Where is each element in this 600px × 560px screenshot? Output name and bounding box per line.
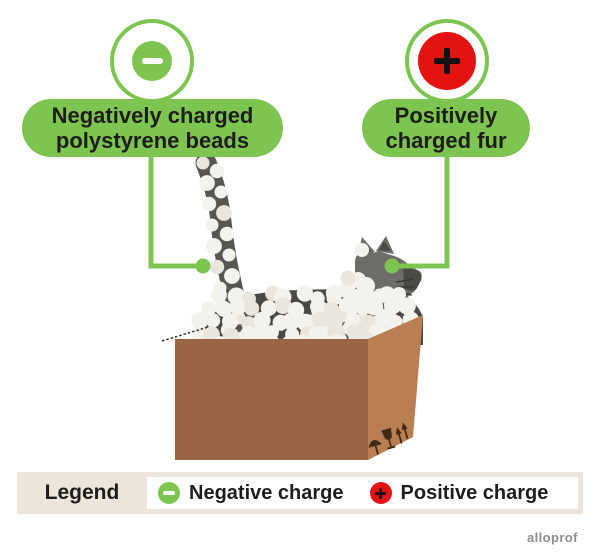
keep-dry-icon-stem — [374, 444, 379, 455]
negative-charge-badge — [110, 19, 194, 103]
plus-icon — [418, 32, 476, 90]
positive-callout-pill: Positively charged fur — [362, 99, 530, 157]
polystyrene-bead — [398, 297, 416, 315]
positive-callout-line1: Positively — [394, 103, 498, 128]
polystyrene-bead — [229, 298, 247, 316]
fragile-glass-stem — [388, 438, 392, 447]
legend-panel: Negative charge Positive charge — [147, 477, 578, 509]
polystyrene-bead — [209, 259, 225, 275]
polystyrene-bead — [338, 297, 354, 313]
box-side-face — [368, 315, 423, 460]
legend-bar: Legend Negative charge Positive charge — [17, 472, 583, 514]
box-back-edge — [161, 326, 209, 342]
polystyrene-bead — [360, 287, 375, 303]
positive-callout-line2: charged fur — [385, 128, 507, 153]
polystyrene-bead — [346, 324, 362, 340]
polystyrene-bead — [224, 268, 240, 284]
cat-ear-right-inner — [379, 241, 391, 251]
minus-icon — [158, 482, 180, 504]
polystyrene-bead — [311, 311, 328, 328]
polystyrene-bead — [345, 312, 360, 328]
polystyrene-bead — [196, 156, 210, 170]
polystyrene-bead — [274, 297, 292, 314]
legend-item-negative: Negative charge — [158, 482, 344, 505]
fragile-glass-icon — [381, 427, 392, 440]
watermark: alloprof — [527, 530, 578, 545]
marker-dot-positive — [384, 258, 400, 274]
box-front-face — [175, 339, 368, 460]
polystyrene-bead — [374, 310, 392, 328]
legend-item-positive: Positive charge — [369, 481, 549, 505]
shipping-icons — [368, 422, 409, 455]
polystyrene-bead — [260, 300, 277, 317]
polystyrene-bead — [222, 313, 239, 330]
negative-callout-line2: polystyrene beads — [55, 128, 250, 153]
polystyrene-bead — [191, 312, 209, 330]
minus-icon — [132, 41, 172, 81]
keep-dry-icon — [368, 440, 382, 448]
polystyrene-bead — [365, 298, 384, 316]
polystyrene-bead — [216, 205, 232, 221]
polystyrene-bead — [209, 163, 225, 179]
polystyrene-bead — [323, 301, 339, 317]
polystyrene-bead — [384, 296, 402, 315]
positive-charge-badge — [405, 19, 489, 103]
this-side-up-arrowhead-2 — [401, 422, 408, 430]
polystyrene-bead — [205, 313, 221, 328]
polystyrene-bead — [296, 285, 314, 302]
polystyrene-bead — [244, 300, 260, 316]
polystyrene-bead — [205, 218, 219, 232]
marker-dot-negative — [195, 258, 211, 274]
plus-icon — [369, 482, 392, 504]
polystyrene-bead — [340, 270, 356, 286]
legend-label-negative: Negative charge — [189, 481, 344, 504]
polystyrene-bead — [282, 312, 300, 331]
polystyrene-bead — [222, 248, 236, 262]
polystyrene-bead — [214, 185, 228, 199]
fragile-glass-base — [387, 445, 396, 450]
legend-title: Legend — [44, 481, 120, 504]
this-side-up-arrowhead-1 — [395, 427, 402, 435]
connector-line-negative — [148, 157, 203, 269]
polystyrene-bead — [355, 243, 369, 257]
polystyrene-bead — [201, 196, 217, 212]
polystyrene-bead — [206, 238, 222, 254]
negative-callout-pill: Negatively charged polystyrene beads — [22, 99, 283, 157]
negative-callout-line1: Negatively charged — [51, 103, 254, 128]
connector-line-positive — [392, 157, 450, 269]
polystyrene-bead — [199, 175, 215, 191]
polystyrene-bead — [310, 298, 326, 315]
legend-label-positive: Positive charge — [400, 481, 549, 504]
polystyrene-bead — [201, 300, 217, 316]
polystyrene-bead — [325, 284, 343, 302]
polystyrene-bead — [214, 299, 230, 316]
polystyrene-bead — [219, 226, 235, 242]
bead-pile — [191, 284, 419, 354]
polystyrene-bead — [210, 286, 227, 303]
